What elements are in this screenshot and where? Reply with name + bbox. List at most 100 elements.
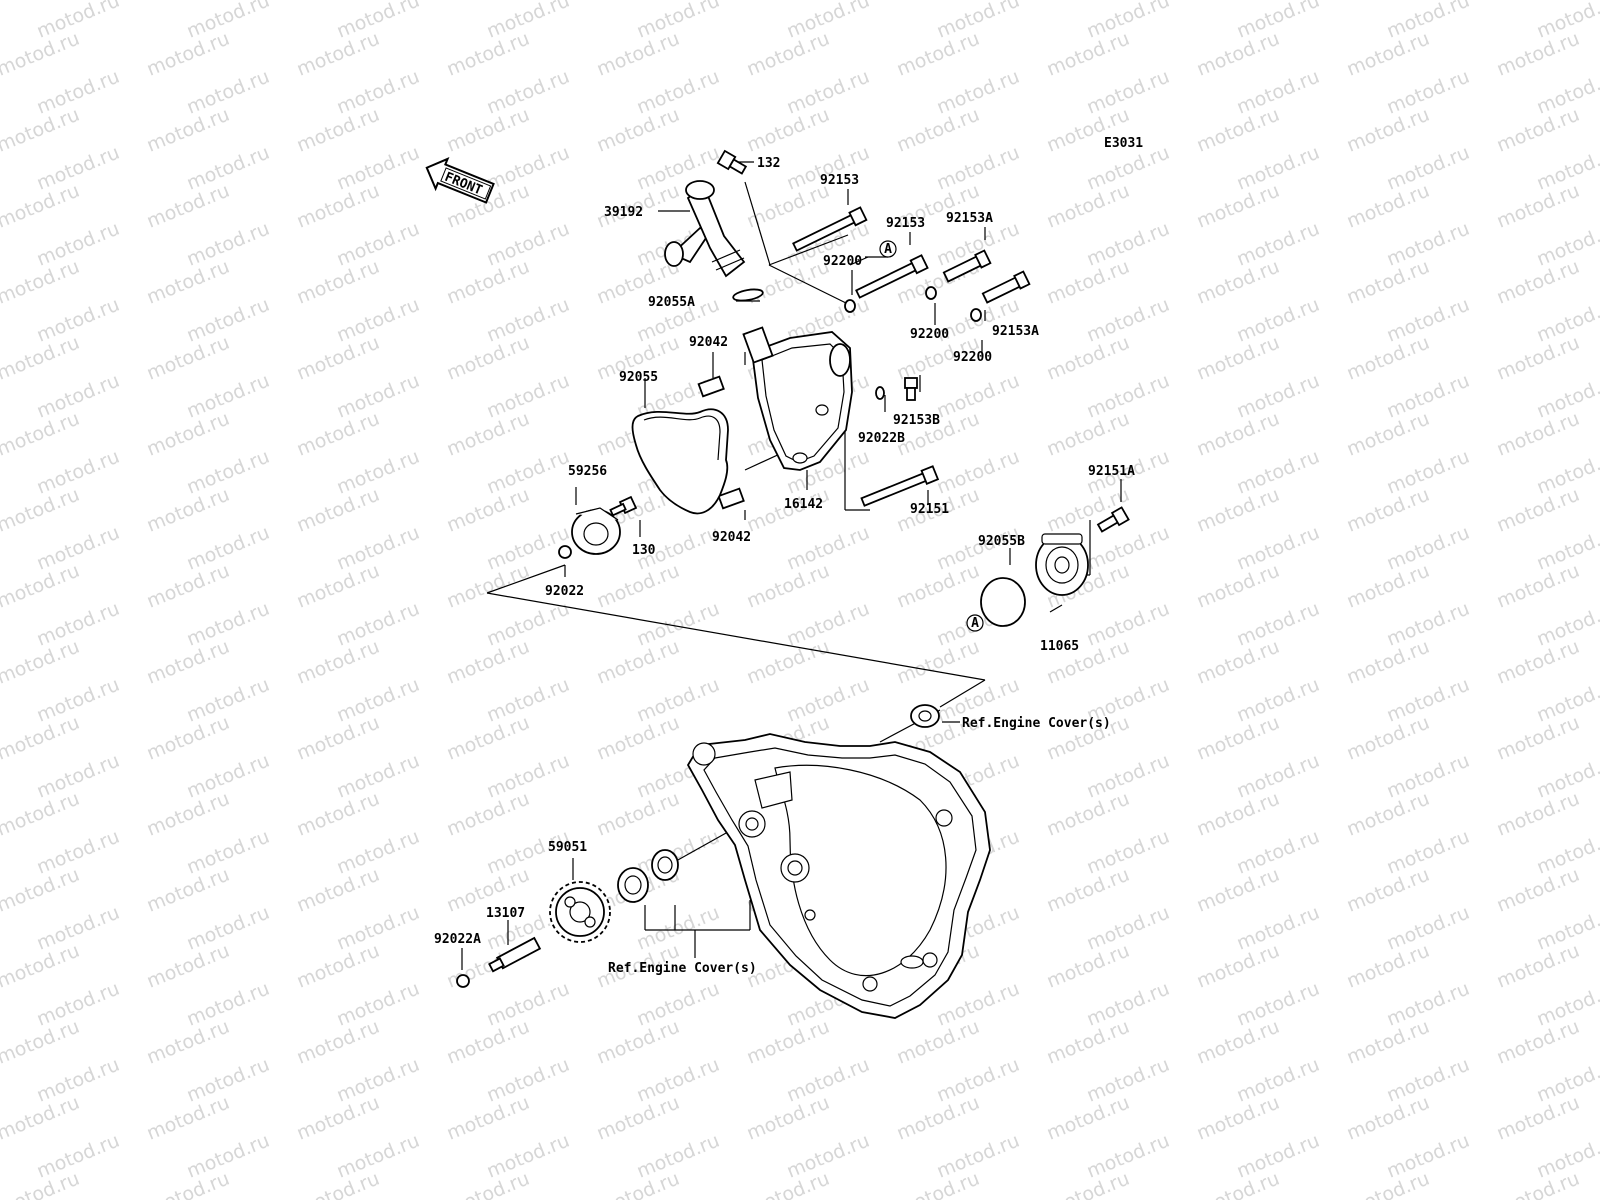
watermark-text: motod.ru <box>34 218 123 271</box>
watermark-text: motod.ru <box>1084 598 1173 651</box>
part-washer-92200-c <box>970 308 982 322</box>
watermark-text: motod.ru <box>184 598 273 651</box>
watermark-text: motod.ru <box>484 750 573 803</box>
watermark-text: motod.ru <box>934 142 1023 195</box>
watermark-text: motod.ru <box>1084 522 1173 575</box>
part-bolt-92153A-upper <box>942 249 992 283</box>
svg-text:A: A <box>884 242 892 257</box>
watermark-text: motod.ru <box>34 978 123 1031</box>
watermark-text: motod.ru <box>934 370 1023 423</box>
svg-text:A: A <box>971 616 979 631</box>
watermark-text: motod.ru <box>934 446 1023 499</box>
watermark-text: motod.ru <box>34 598 123 651</box>
watermark-text: motod.ru <box>484 1054 573 1107</box>
label-92151A: 92151A <box>1088 464 1135 479</box>
watermark-text: motod.ru <box>784 1130 873 1183</box>
watermark-text: motod.ru <box>1384 902 1473 955</box>
watermark-text: motod.ru <box>1384 446 1473 499</box>
label-ref-engine-cover-lower: Ref.Engine Cover(s) <box>608 961 757 976</box>
watermark-text: motod.ru <box>934 978 1023 1031</box>
watermark-text: motod.ru <box>484 370 573 423</box>
watermark-text: motod.ru <box>334 294 423 347</box>
part-pipe-39192 <box>664 180 746 278</box>
watermark-text: motod.ru <box>634 902 723 955</box>
watermark-text: motod.ru <box>184 1054 273 1107</box>
watermark-text: motod.ru <box>34 66 123 119</box>
watermark-text: motod.ru <box>1384 674 1473 727</box>
watermark-text: motod.ru <box>184 446 273 499</box>
label-92151: 92151 <box>910 502 949 517</box>
watermark-text: motod.ru <box>594 0 683 5</box>
watermark-text: motod.ru <box>634 978 723 1031</box>
watermark-text: motod.ru <box>1084 66 1173 119</box>
watermark-text: motod.ru <box>1384 598 1473 651</box>
label-92153A-upper: 92153A <box>946 211 993 226</box>
watermark-text: motod.ru <box>1234 1130 1323 1183</box>
watermark-text: motod.ru <box>1084 826 1173 879</box>
watermark-text: motod.ru <box>1084 1130 1173 1183</box>
watermark-text: motod.ru <box>484 446 573 499</box>
watermark-text: motod.ru <box>784 598 873 651</box>
watermark-text: motod.ru <box>1194 0 1283 5</box>
label-92042-upper: 92042 <box>689 335 728 350</box>
watermark-text: motod.ru <box>184 902 273 955</box>
watermark-text: motod.ru <box>1084 370 1173 423</box>
watermark-text: motod.ru <box>1084 902 1173 955</box>
watermark-text: motod.ru <box>34 750 123 803</box>
part-bolt-92153B <box>904 377 918 401</box>
watermark-text: motod.ru <box>634 598 723 651</box>
watermark-text: motod.ru <box>1344 0 1433 5</box>
watermark-text: motod.ru <box>484 142 573 195</box>
watermark-text: motod.ru <box>934 66 1023 119</box>
watermark-text: motod.ru <box>184 142 273 195</box>
watermark-text: motod.ru <box>184 1130 273 1183</box>
watermark-text: motod.ru <box>634 1054 723 1107</box>
watermark-text: motod.ru <box>1234 142 1323 195</box>
watermark-text: motod.ru <box>484 66 573 119</box>
watermark-text: motod.ru <box>1384 1054 1473 1107</box>
watermark-text: motod.ru <box>334 522 423 575</box>
watermark-text: motod.ru <box>1384 218 1473 271</box>
label-92153-upper: 92153 <box>820 173 859 188</box>
watermark-text: motod.ru <box>934 1054 1023 1107</box>
watermark-text: motod.ru <box>784 1054 873 1107</box>
label-132: 132 <box>757 156 780 171</box>
label-11065: 11065 <box>1040 639 1079 654</box>
watermark-text: motod.ru <box>184 294 273 347</box>
label-13107: 13107 <box>486 906 525 921</box>
watermark-text: motod.ru <box>1234 218 1323 271</box>
watermark-text: motod.ru <box>1044 0 1133 5</box>
watermark-text: motod.ru <box>1234 1054 1323 1107</box>
part-bolt-92151 <box>860 465 940 507</box>
label-92055B: 92055B <box>978 534 1025 549</box>
watermark-text: motod.ru <box>1084 1054 1173 1107</box>
watermark-text: motod.ru <box>1384 66 1473 119</box>
watermark-text: motod.ru <box>34 826 123 879</box>
watermark-text: motod.ru <box>1234 978 1323 1031</box>
watermark-text: motod.ru <box>1234 902 1323 955</box>
watermark-text: motod.ru <box>1234 294 1323 347</box>
watermark-text: motod.ru <box>1234 674 1323 727</box>
part-washer-92200-b <box>925 286 937 300</box>
label-59051: 59051 <box>548 840 587 855</box>
watermark-text: motod.ru <box>334 370 423 423</box>
label-92153A-lower: 92153A <box>992 324 1039 339</box>
front-arrow: FRONT <box>425 157 495 204</box>
part-shaft-13107 <box>488 936 542 973</box>
part-washer-92022A <box>456 974 470 988</box>
part-bolt-92153-upper <box>792 206 868 252</box>
watermark-text: motod.ru <box>334 978 423 1031</box>
part-washer-92022 <box>558 545 572 559</box>
part-engine-cover <box>686 733 991 1019</box>
watermark-text: motod.ru <box>1384 750 1473 803</box>
watermark-text: motod.ru <box>1384 978 1473 1031</box>
part-bolt-92153-lower <box>855 254 929 299</box>
label-92022A: 92022A <box>434 932 481 947</box>
label-92055A: 92055A <box>648 295 695 310</box>
watermark-text: motod.ru <box>1084 0 1173 43</box>
part-bolt-130 <box>609 495 638 517</box>
watermark-text: motod.ru <box>484 0 573 43</box>
label-59256: 59256 <box>568 464 607 479</box>
watermark-text: motod.ru <box>484 674 573 727</box>
watermark-text: motod.ru <box>334 902 423 955</box>
